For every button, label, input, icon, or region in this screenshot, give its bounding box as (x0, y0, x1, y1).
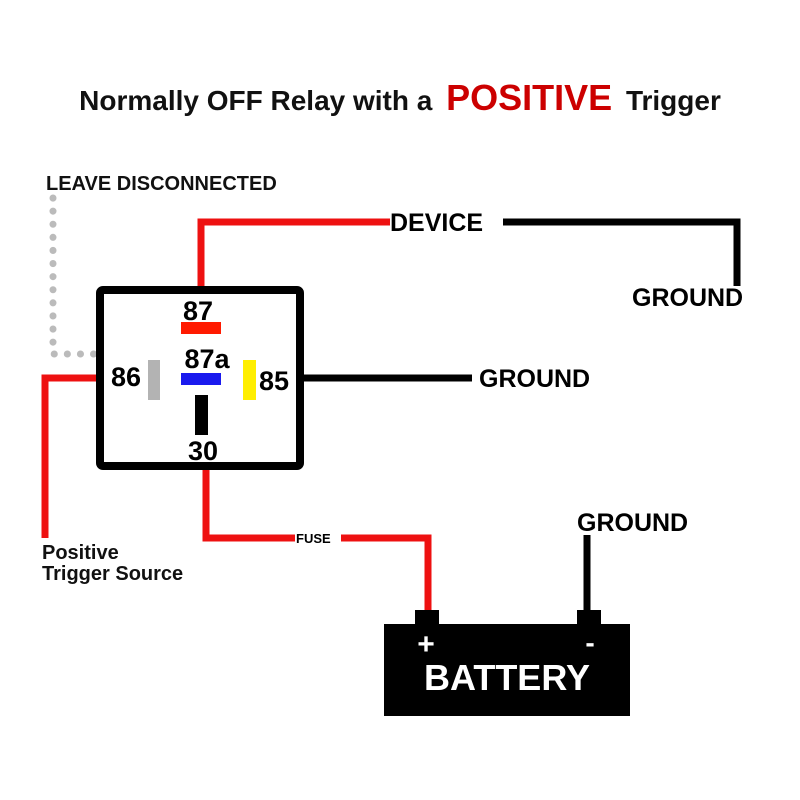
pin-30-terminal (195, 395, 208, 435)
battery-label: BATTERY (424, 657, 590, 698)
battery-negative-sign: - (585, 627, 594, 658)
pin-86-label: 86 (111, 362, 141, 392)
battery-positive-post (415, 610, 439, 626)
wire-87a-dotted (49, 194, 204, 358)
battery-negative-post (577, 610, 601, 626)
wire-device-ground (503, 218, 741, 286)
pin-87-label: 87 (183, 296, 213, 326)
pin-87-terminal (181, 322, 221, 334)
ground-device-label: GROUND (632, 284, 743, 312)
pin-86-terminal (148, 360, 160, 400)
pin-85-label: 85 (259, 366, 289, 396)
diagram-title: Normally OFF Relay with a POSITIVE Trigg… (79, 77, 721, 118)
device-label: DEVICE (390, 209, 483, 237)
trigger-label-line1: Positive (42, 542, 119, 564)
ground-battery-label: GROUND (577, 509, 688, 537)
pin-87a-terminal (181, 373, 221, 385)
fuse-label: FUSE (296, 531, 331, 546)
leave-disconnected-label: LEAVE DISCONNECTED (46, 173, 277, 195)
wire-fuse-battery (341, 534, 432, 612)
pin-30-label: 30 (188, 436, 218, 466)
battery-body (384, 624, 630, 716)
title-suffix: Trigger (626, 85, 721, 116)
wire-87-device (197, 218, 390, 288)
wire-86-trigger (41, 374, 100, 538)
title-prefix: Normally OFF Relay with a (79, 85, 433, 116)
trigger-label-line2: Trigger Source (42, 563, 183, 585)
pin-85-terminal (243, 360, 256, 400)
ground-85-label: GROUND (479, 365, 590, 393)
pin-87a-label: 87a (184, 344, 230, 374)
wire-30-fuse (202, 468, 295, 542)
title-emphasis: POSITIVE (446, 77, 612, 118)
battery-positive-sign: + (417, 628, 435, 661)
